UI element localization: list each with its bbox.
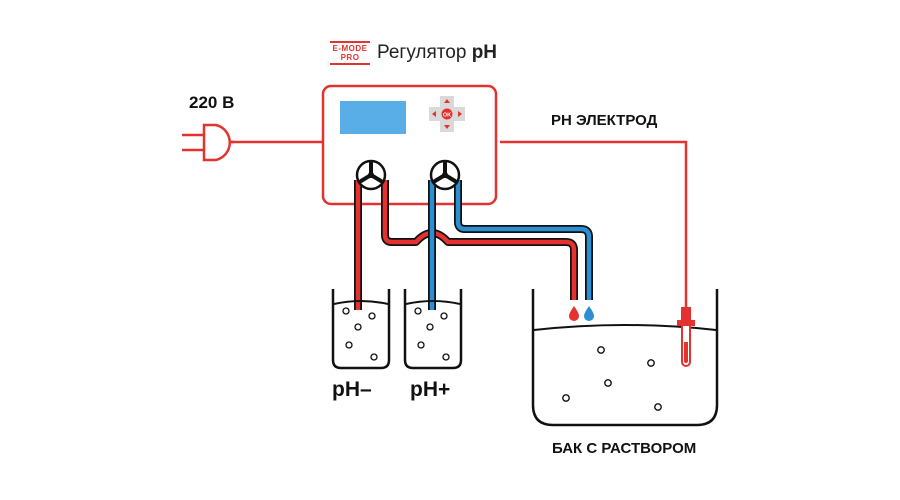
logo-line-1: E-MODE bbox=[332, 44, 368, 53]
ph-probe-icon bbox=[677, 307, 695, 367]
solution-tank bbox=[531, 289, 719, 427]
beaker-ph-minus bbox=[331, 289, 391, 370]
ph-plus-tube bbox=[428, 180, 593, 310]
tank-label: БАК С РАСТВОРОМ bbox=[552, 440, 697, 457]
red-drop-icon bbox=[569, 306, 579, 321]
power-plug-icon bbox=[182, 123, 234, 162]
display-screen bbox=[340, 101, 406, 134]
title-bold: pH bbox=[471, 42, 498, 63]
logo-line-2: PRO bbox=[340, 53, 360, 62]
power-label: 220 В bbox=[189, 93, 235, 112]
title-regular: Регулятор bbox=[377, 42, 467, 63]
ph-plus-label: pH+ bbox=[410, 378, 451, 401]
control-keypad: OK bbox=[429, 96, 465, 132]
page-title: Регулятор pH bbox=[377, 42, 497, 64]
electrode-cable bbox=[500, 140, 688, 308]
blue-drop-icon bbox=[584, 306, 594, 321]
electrode-label: PH ЭЛЕКТРОД bbox=[551, 112, 658, 129]
ph-minus-label: pH– bbox=[332, 378, 372, 401]
pump-minus-icon bbox=[355, 159, 387, 191]
pump-plus-icon bbox=[429, 159, 461, 191]
brand-logo: E-MODE PRO bbox=[330, 41, 370, 65]
beaker-ph-plus bbox=[403, 289, 463, 370]
ok-button-label: OK bbox=[443, 113, 451, 119]
